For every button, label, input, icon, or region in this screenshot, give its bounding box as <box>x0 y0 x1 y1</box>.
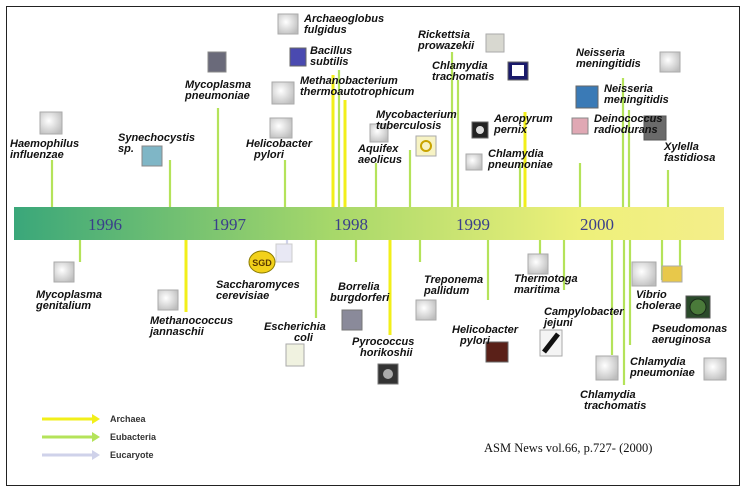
bacillus-image <box>289 47 307 67</box>
year-1998: 1998 <box>334 215 368 234</box>
saccharomyces-image <box>275 243 293 263</box>
year-1999: 1999 <box>456 215 490 234</box>
borrelia-image <box>341 309 363 331</box>
organism-thumbnails <box>39 13 727 385</box>
thermotoga-image <box>527 253 549 275</box>
figure-frame <box>6 6 740 486</box>
synechocystis-image <box>141 145 163 167</box>
connector-lines <box>50 52 682 385</box>
sgd-logo: SGD <box>248 250 276 274</box>
treponema-image <box>415 299 437 321</box>
methanococcus-image <box>157 289 179 311</box>
chlamydia-pneumoniae-image <box>465 153 483 171</box>
haemophilus-image <box>39 111 63 135</box>
timeline-bar <box>14 207 724 240</box>
year-2000: 2000 <box>580 215 614 234</box>
escherichia-image <box>285 343 305 367</box>
legend: Archaea Eubacteria Eucaryote <box>42 414 157 460</box>
legend-eucaryote-label: Eucaryote <box>110 450 154 460</box>
archaeoglobus-image <box>277 13 299 35</box>
rickettsia-image <box>485 33 505 53</box>
deinococcus-image <box>575 85 599 109</box>
methanobacterium-image <box>271 81 295 105</box>
citation: ASM News vol.66, p.727- (2000) <box>484 441 652 455</box>
chlamydia-trachomatis-2-image <box>595 355 619 381</box>
year-1997: 1997 <box>212 215 247 234</box>
mycoplasma-pneumoniae-image <box>207 51 227 73</box>
helicobacter-pylori-image <box>269 117 293 139</box>
chlamydia-pneumoniae-2-image <box>703 357 727 381</box>
year-1996: 1996 <box>88 215 122 234</box>
vibrio-image-2 <box>661 265 683 283</box>
aquifex-image <box>369 123 389 143</box>
vibrio-image <box>631 261 657 287</box>
helicobacter-pylori-2-image <box>485 341 509 363</box>
deinococcus-image-2 <box>571 117 589 135</box>
mycobacterium-image <box>415 135 437 157</box>
mycoplasma-genitalium-image <box>53 261 75 283</box>
xylella-image <box>643 115 667 141</box>
neisseria-image <box>659 51 681 73</box>
svg-text:SGD: SGD <box>252 258 272 268</box>
legend-eubacteria-label: Eubacteria <box>110 432 157 442</box>
legend-archaea-label: Archaea <box>110 414 147 424</box>
